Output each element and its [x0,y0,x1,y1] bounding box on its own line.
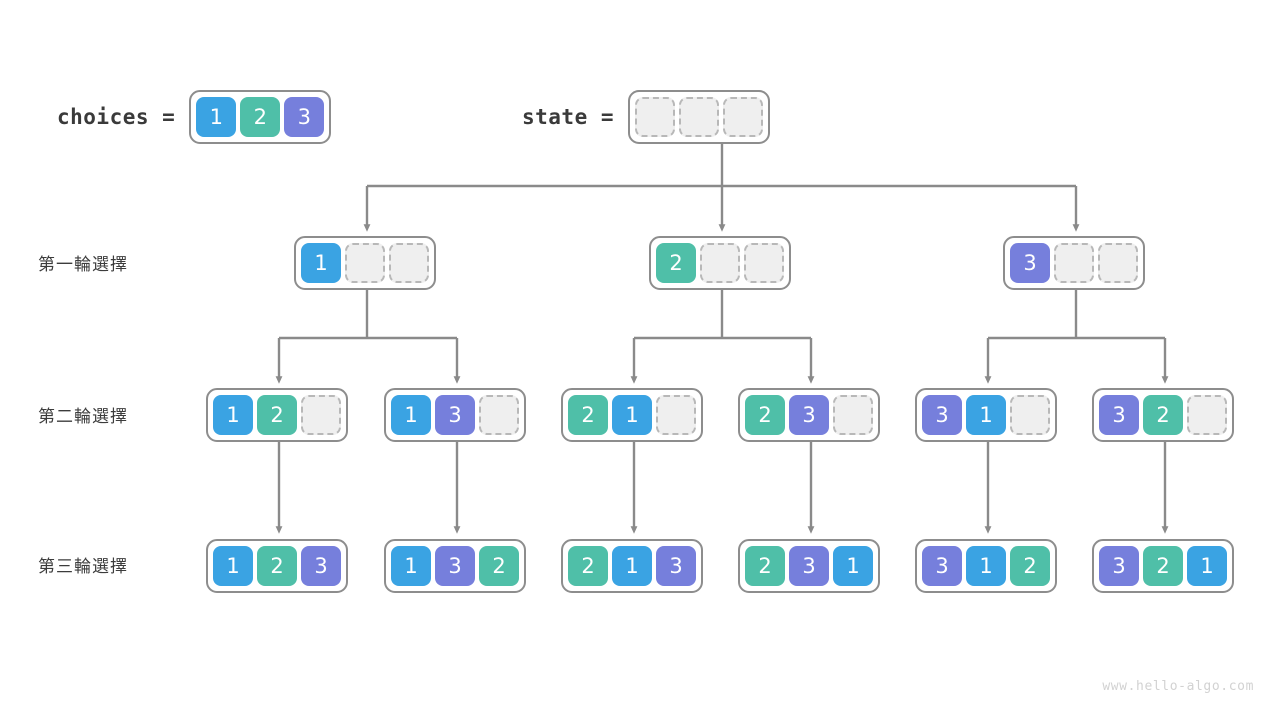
node-level3-3-cell-1: 3 [789,546,829,586]
node-level2-1-cell-0: 1 [391,395,431,435]
choices-label: choices = [57,105,176,129]
node-level2-5-cell-2 [1187,395,1227,435]
node-level1-1-cell-2 [744,243,784,283]
state-cell-0 [635,97,676,137]
node-level1-0: 1 [294,236,436,290]
node-level1-2: 3 [1003,236,1145,290]
node-level1-1: 2 [649,236,791,290]
node-level2-3-cell-0: 2 [745,395,785,435]
node-level1-2-cell-2 [1098,243,1138,283]
node-level2-1-cell-2 [479,395,519,435]
node-level1-0-cell-2 [389,243,429,283]
node-level1-1-cell-1 [700,243,740,283]
node-level3-3-cell-2: 1 [833,546,873,586]
node-level3-4-cell-0: 3 [922,546,962,586]
node-level3-2: 2 1 3 [561,539,703,593]
node-level3-3-cell-0: 2 [745,546,785,586]
node-level2-4-cell-0: 3 [922,395,962,435]
node-level3-4-cell-1: 1 [966,546,1006,586]
node-level3-0-cell-0: 1 [213,546,253,586]
node-level3-3: 2 3 1 [738,539,880,593]
node-level3-4: 3 1 2 [915,539,1057,593]
node-level3-5-cell-2: 1 [1187,546,1227,586]
node-level3-5: 3 2 1 [1092,539,1234,593]
node-level2-2-cell-0: 2 [568,395,608,435]
row-label-round-2: 第二輪選擇 [38,407,128,427]
node-level2-3-cell-2 [833,395,873,435]
node-level1-1-cell-0: 2 [656,243,696,283]
node-level2-2: 2 1 [561,388,703,442]
node-level2-0-cell-1: 2 [257,395,297,435]
node-level3-1: 1 3 2 [384,539,526,593]
node-level2-3: 2 3 [738,388,880,442]
node-level2-2-cell-1: 1 [612,395,652,435]
state-array [628,90,771,144]
row-label-round-1: 第一輪選擇 [38,255,128,275]
node-level2-5-cell-0: 3 [1099,395,1139,435]
node-level1-0-cell-0: 1 [301,243,341,283]
node-level3-2-cell-0: 2 [568,546,608,586]
state-cell-2 [723,97,764,137]
state-cell-1 [679,97,720,137]
node-level3-2-cell-1: 1 [612,546,652,586]
node-level1-2-cell-0: 3 [1010,243,1050,283]
node-level2-2-cell-2 [656,395,696,435]
node-level2-0-cell-0: 1 [213,395,253,435]
node-level3-0-cell-2: 3 [301,546,341,586]
choices-cell-2: 3 [284,97,325,137]
node-level2-5: 3 2 [1092,388,1234,442]
choices-array: 1 2 3 [189,90,332,144]
state-assignment: state = [522,90,771,144]
node-level2-0-cell-2 [301,395,341,435]
node-level2-0: 1 2 [206,388,348,442]
row-label-round-3: 第三輪選擇 [38,557,128,577]
state-label: state = [522,105,615,129]
node-level3-1-cell-2: 2 [479,546,519,586]
choices-cell-1: 2 [240,97,281,137]
node-level1-2-cell-1 [1054,243,1094,283]
node-level2-4-cell-1: 1 [966,395,1006,435]
choices-assignment: choices = 1 2 3 [57,90,332,144]
node-level2-4-cell-2 [1010,395,1050,435]
node-level2-1: 1 3 [384,388,526,442]
node-level1-0-cell-1 [345,243,385,283]
node-level2-4: 3 1 [915,388,1057,442]
node-level2-5-cell-1: 2 [1143,395,1183,435]
node-level3-1-cell-0: 1 [391,546,431,586]
node-level3-1-cell-1: 3 [435,546,475,586]
watermark: www.hello-algo.com [1102,679,1254,694]
choices-cell-0: 1 [196,97,237,137]
node-level3-4-cell-2: 2 [1010,546,1050,586]
node-level2-1-cell-1: 3 [435,395,475,435]
node-level3-0: 1 2 3 [206,539,348,593]
node-level3-5-cell-1: 2 [1143,546,1183,586]
node-level3-2-cell-2: 3 [656,546,696,586]
node-level2-3-cell-1: 3 [789,395,829,435]
node-level3-5-cell-0: 3 [1099,546,1139,586]
node-level3-0-cell-1: 2 [257,546,297,586]
